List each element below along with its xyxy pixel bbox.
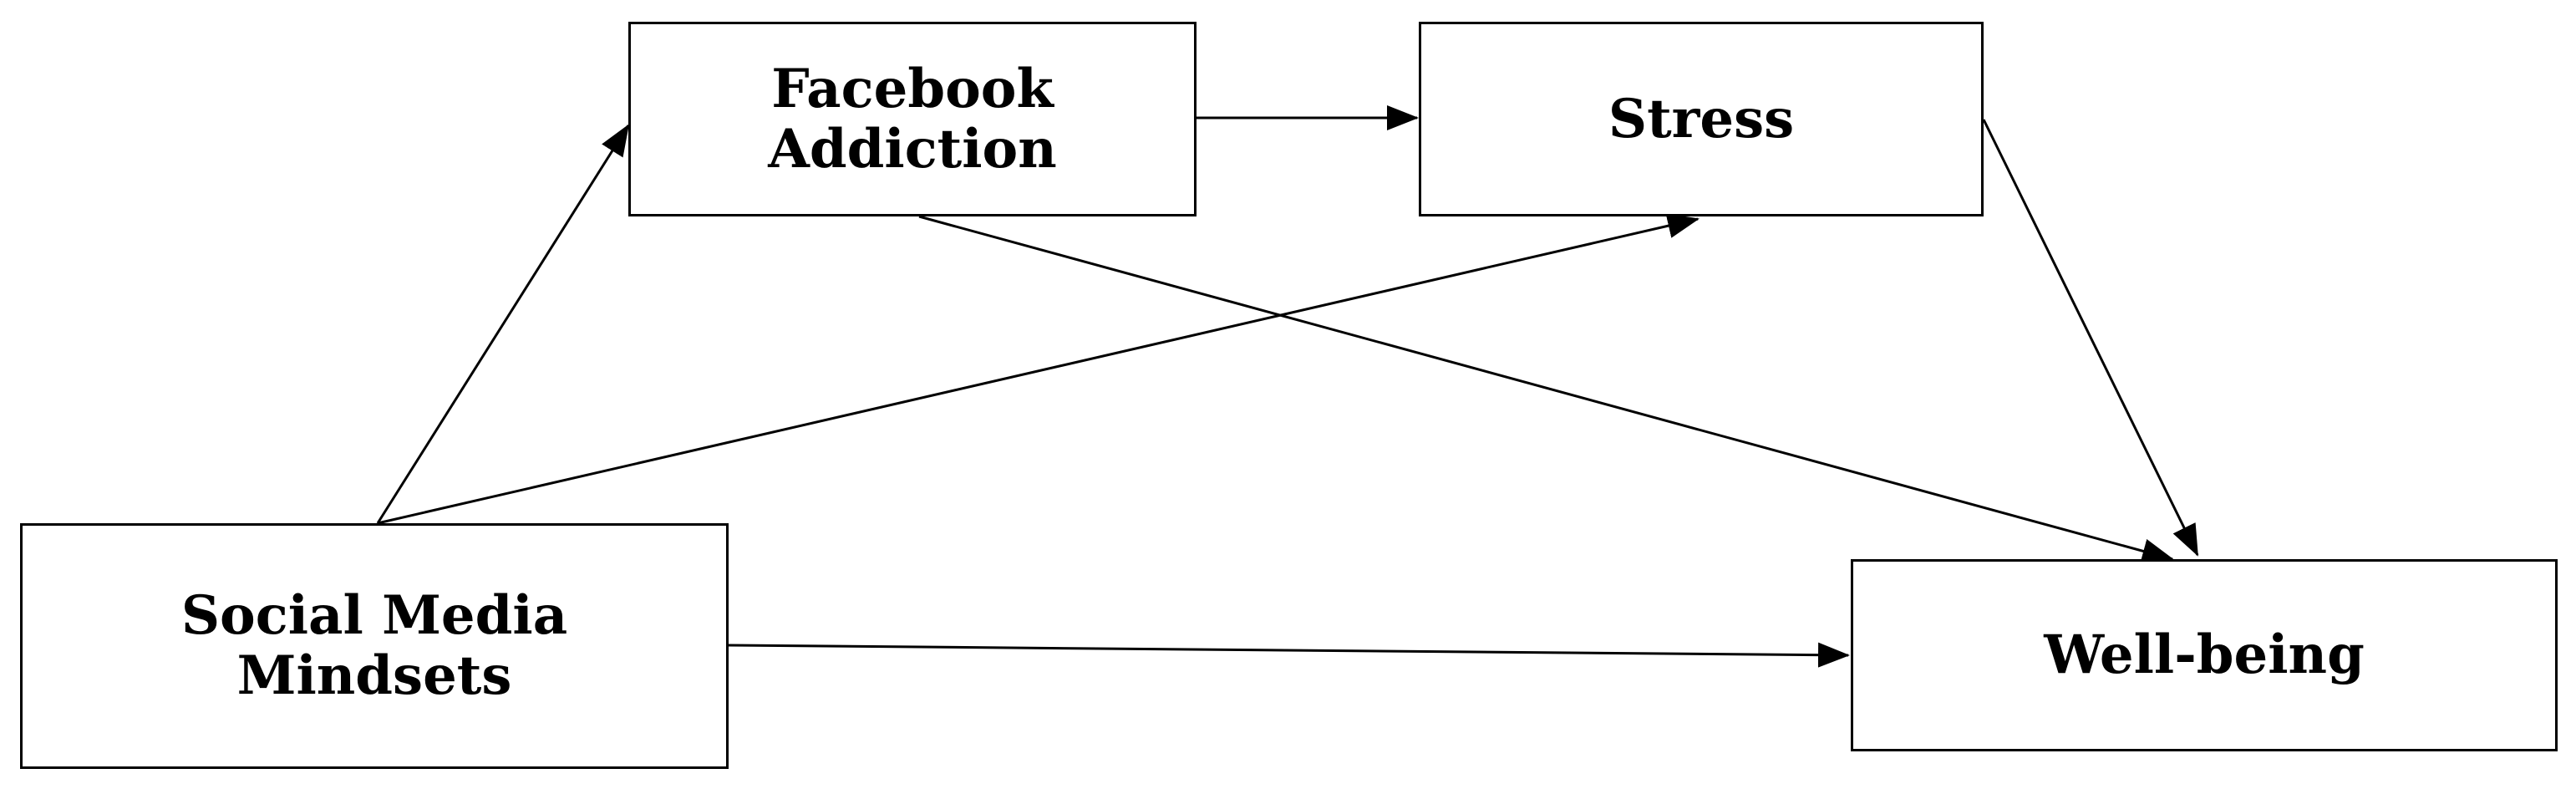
node-stress-label: Stress — [1608, 87, 1795, 150]
node-facebook-addiction: Facebook Addiction — [628, 22, 1197, 216]
arrow-mindsets-to-stress — [377, 213, 1700, 525]
arrow-facebook-to-wellbeing — [918, 215, 2174, 563]
node-well-being: Well-being — [1851, 559, 2558, 751]
arrow-mindsets-to-facebook — [376, 124, 630, 524]
node-stress: Stress — [1419, 22, 1984, 216]
node-well-being-label: Well-being — [2044, 624, 2365, 687]
node-social-media-mindsets: Social Media Mindsets — [20, 523, 729, 769]
node-facebook-addiction-label: Facebook Addiction — [768, 57, 1057, 181]
arrow-stress-to-wellbeing — [1982, 119, 2199, 557]
arrow-mindsets-to-wellbeing — [728, 642, 1850, 668]
node-social-media-mindsets-label: Social Media Mindsets — [180, 584, 568, 707]
